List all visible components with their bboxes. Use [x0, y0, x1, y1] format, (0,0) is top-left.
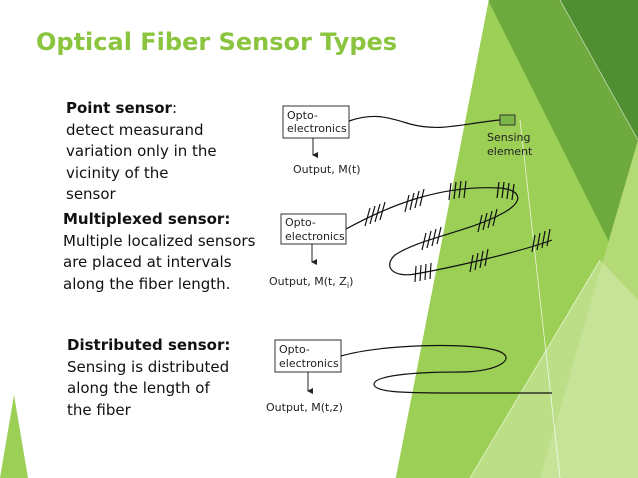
point-sensor-heading-name: Point sensor: [66, 99, 172, 117]
multiplexed-output-subscript: i: [347, 281, 349, 290]
multiplexed-output-close: ): [349, 275, 353, 288]
pale-green-shard: [470, 260, 638, 478]
multiplexed-opto-label-2: electronics: [285, 230, 345, 243]
point-fiber: [348, 115, 501, 129]
sensing-element-block: [499, 114, 516, 126]
multiplexed-output-text: Output, M(t, Z: [269, 275, 347, 288]
fiber-grating-group-3: [448, 180, 467, 201]
fiber-grating-group-7: [414, 262, 432, 283]
distributed-sensor-text: Distributed sensor: Sensing is distribut…: [67, 335, 230, 421]
point-output-label: Output, M(t): [293, 163, 361, 176]
band-edge-line: [394, 0, 489, 478]
multiplexed-output-label: Output, M(t, Zi): [269, 275, 353, 290]
slide-title: Optical Fiber Sensor Types: [36, 28, 398, 56]
point-sensor-diagram: Opto- electronics Sensing element Output…: [282, 105, 533, 176]
sensing-element-label-2: element: [487, 145, 533, 158]
fiber-grating-group-9: [531, 228, 551, 253]
distributed-sensor-diagram: Opto- electronics Output, M(t,z): [266, 339, 552, 414]
multiplexed-sensor-diagram: Opto- electronics Output, M(t, Zi): [269, 180, 553, 290]
distributed-sensor-heading: Distributed sensor:: [67, 336, 231, 354]
fiber-grating-group-1: [364, 201, 386, 227]
distributed-sensor-line: along the length of: [67, 379, 210, 397]
point-sensor-heading-colon: :: [171, 99, 177, 117]
thin-line-1: [519, 119, 561, 478]
fiber-grating-group-2: [404, 188, 425, 213]
multiplexed-sensor-line: are placed at intervals: [63, 253, 232, 271]
point-opto-label-2: electronics: [287, 122, 347, 135]
point-opto-label-1: Opto-: [287, 109, 318, 122]
point-opto-box: [282, 105, 350, 139]
sensing-element-label-1: Sensing: [487, 131, 530, 144]
dark-green-shard: [488, 0, 638, 300]
multiplexed-sensor-text: Multiplexed sensor: Multiple localized s…: [63, 209, 255, 295]
point-sensor-line: vicinity of the: [66, 163, 169, 182]
bottom-left-shard: [0, 395, 28, 478]
multiplexed-sensor-line: along the fiber length.: [63, 274, 231, 293]
multiplexed-sensor-heading: Multiplexed sensor:: [63, 210, 231, 228]
thin-line-3: [559, 0, 638, 141]
thin-line-2: [469, 259, 601, 478]
fiber-grating-group-6: [421, 226, 442, 251]
fiber-grating-group-8: [469, 248, 489, 273]
distributed-output-label: Output, M(t,z): [266, 401, 343, 414]
multiplexed-opto-box: [280, 213, 347, 245]
distributed-opto-label-1: Opto-: [279, 343, 310, 356]
multiplexed-sensor-line: Multiple localized sensors: [63, 231, 256, 250]
point-sensor-heading: Point sensor:: [66, 98, 217, 120]
point-sensor-text: Point sensor: detect measurand variation…: [66, 98, 217, 206]
distributed-opto-label-2: electronics: [279, 357, 339, 370]
distributed-fiber: [340, 344, 552, 394]
fiber-grating-group-4: [496, 181, 515, 201]
fiber-grating-group-5: [477, 208, 498, 233]
distributed-sensor-line: Sensing is distributed: [67, 357, 230, 376]
multiplexed-opto-label-1: Opto-: [285, 216, 316, 229]
point-sensor-line: sensor: [66, 185, 116, 203]
point-sensor-line: detect measurand: [66, 120, 204, 139]
distributed-sensor-line: the fiber: [67, 400, 131, 419]
point-sensor-line: variation only in the: [66, 142, 217, 160]
multiplexed-fiber: [345, 187, 553, 276]
